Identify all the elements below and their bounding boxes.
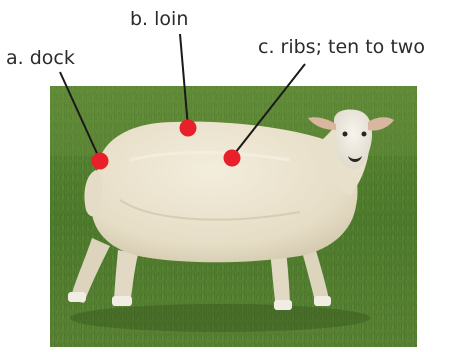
marker-loin xyxy=(179,119,197,137)
sheep xyxy=(68,109,394,310)
leader-lines xyxy=(59,33,306,161)
leader-line-ribs xyxy=(231,63,306,158)
label-ribs: c. ribs; ten to two xyxy=(258,36,425,58)
label-dock: a. dock xyxy=(6,47,75,69)
leader-line-loin xyxy=(179,33,189,128)
label-loin: b. loin xyxy=(130,8,189,30)
leader-line-dock xyxy=(59,71,101,161)
marker-dock xyxy=(91,152,109,170)
markers xyxy=(91,119,241,170)
marker-ribs xyxy=(223,149,241,167)
